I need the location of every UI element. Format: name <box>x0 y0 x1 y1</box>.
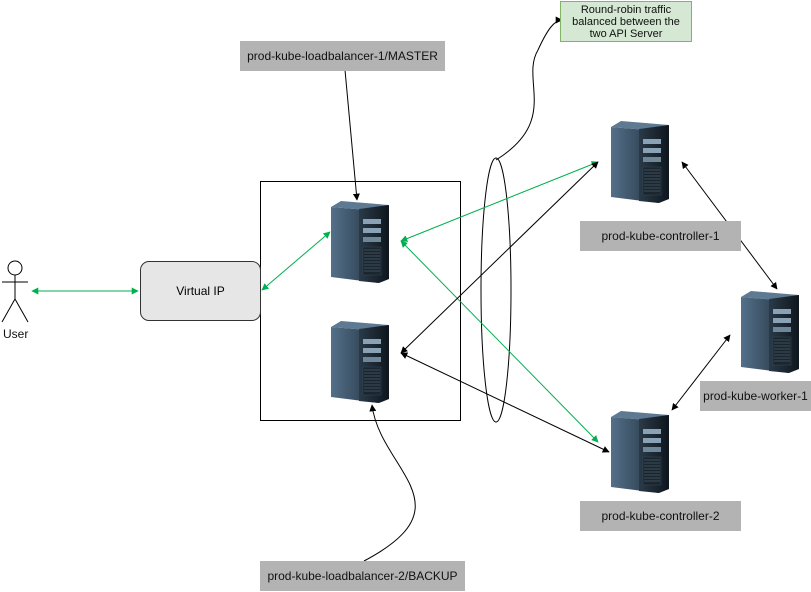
virtual-ip-node[interactable]: Virtual IP <box>140 261 261 321</box>
note-line-2: balanced between the <box>572 15 680 28</box>
note-line-1: Round-robin traffic <box>580 3 672 16</box>
round-robin-ellipse <box>480 157 512 423</box>
worker1-server-icon <box>740 290 800 374</box>
worker1-label: prod-kube-worker-1 <box>700 381 811 411</box>
controller2-worker-link <box>671 334 731 411</box>
master-controller2-link <box>400 240 599 443</box>
note-connector <box>495 16 563 161</box>
vip-master-link <box>261 231 331 291</box>
controller1-server-icon <box>610 120 670 204</box>
lb-master-server-icon <box>330 200 390 284</box>
controller2-server-icon <box>610 410 670 494</box>
backup-controller2-link <box>400 352 610 453</box>
controller1-label: prod-kube-controller-1 <box>580 221 741 251</box>
backup-label-arrow <box>363 404 416 562</box>
note-line-3: two API Server <box>589 27 663 40</box>
controller2-label: prod-kube-controller-2 <box>580 501 741 531</box>
master-label-arrow <box>344 69 360 201</box>
virtual-ip-label: Virtual IP <box>176 284 225 298</box>
round-robin-note: Round-robin traffic balanced between the… <box>560 1 692 42</box>
user-label: User <box>3 327 29 341</box>
lb-backup-label: prod-kube-loadbalancer-2/BACKUP <box>260 561 465 591</box>
backup-controller1-link <box>400 161 599 354</box>
user-person-icon <box>1 260 29 323</box>
lb-master-label: prod-kube-loadbalancer-1/MASTER <box>240 41 445 71</box>
lb-backup-server-icon <box>330 320 390 404</box>
master-controller1-link <box>400 161 599 242</box>
